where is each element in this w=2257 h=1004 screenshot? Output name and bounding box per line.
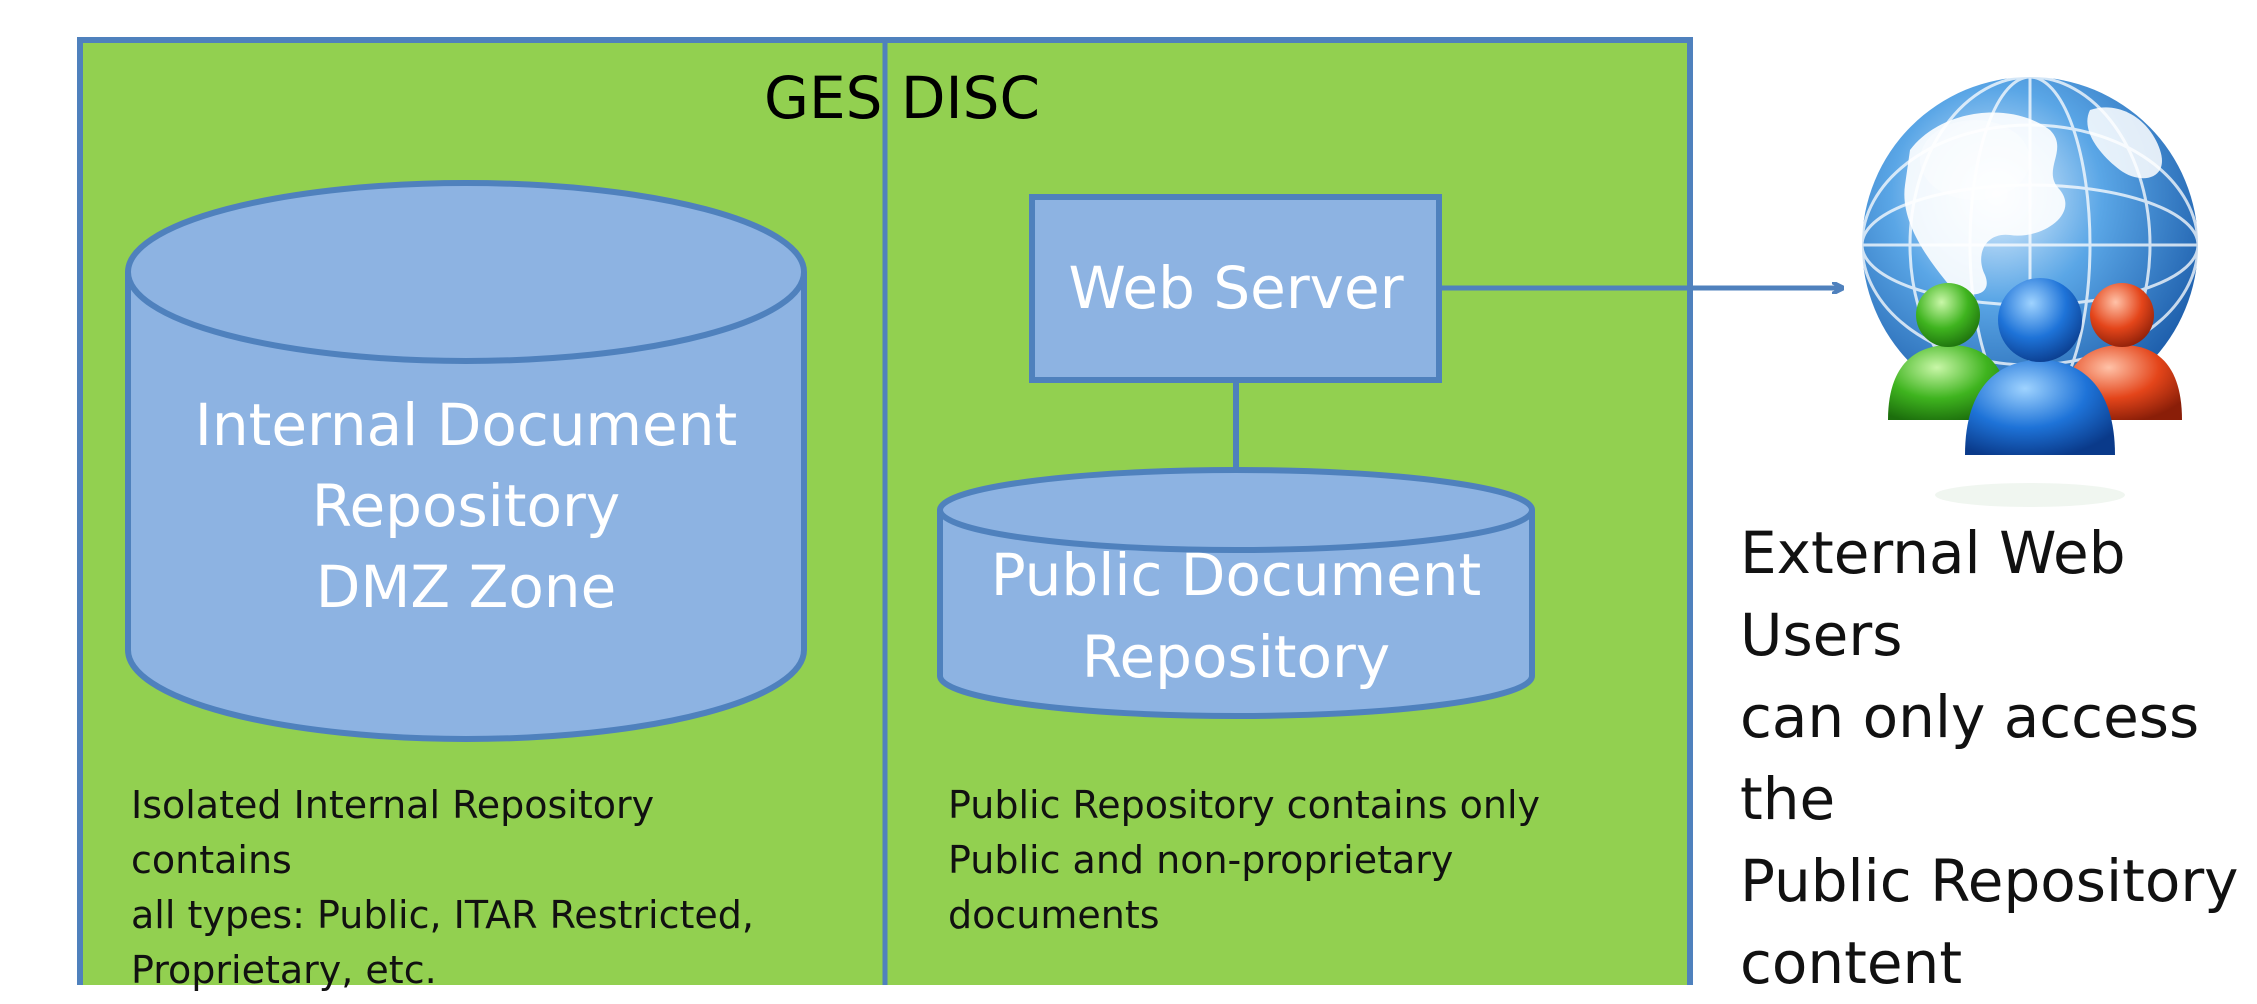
users-icon <box>1888 278 2182 455</box>
internal-repository: Internal Document Repository DMZ Zone <box>125 180 807 742</box>
public-repo-line-1: Public Document <box>991 541 1482 609</box>
web-server-label: Web Server <box>1068 254 1403 322</box>
internal-repo-line-3: DMZ Zone <box>316 553 617 621</box>
public-repo-line-2: Repository <box>1082 623 1390 691</box>
public-repo-description: Public Repository contains only Public a… <box>948 783 1540 937</box>
public-repository: Public Document Repository <box>937 467 1535 719</box>
zone-title: GES DISC <box>764 64 1040 132</box>
external-users-description: External Web Users can only access the P… <box>1740 519 2239 997</box>
internal-repo-description: Isolated Internal Repository contains al… <box>131 783 754 992</box>
internal-repo-line-1: Internal Document <box>195 391 737 459</box>
internal-repo-line-2: Repository <box>312 472 620 540</box>
web-server: Web Server <box>1029 194 1442 383</box>
